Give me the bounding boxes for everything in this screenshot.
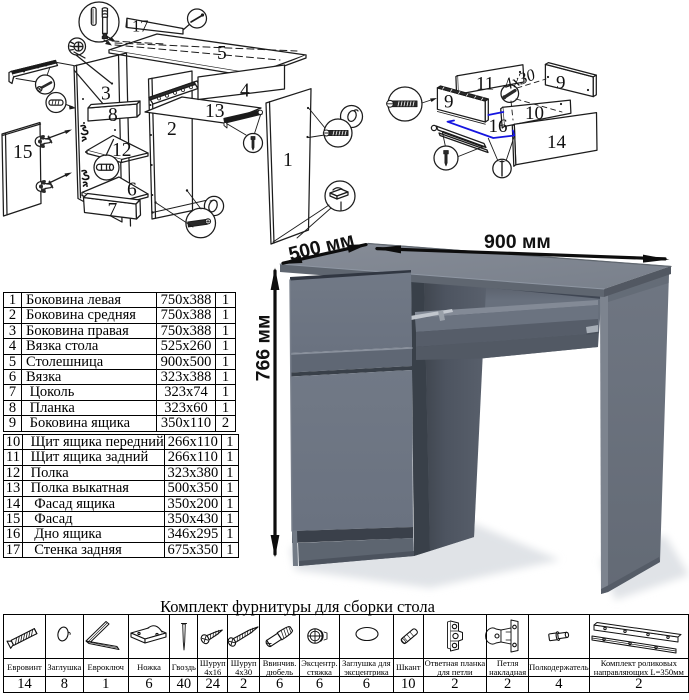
svg-text:8: 8 [108,105,118,126]
svg-text:10: 10 [525,103,544,124]
svg-text:1: 1 [283,150,293,171]
svg-text:6: 6 [127,180,137,201]
svg-text:2: 2 [167,119,177,140]
svg-text:9: 9 [444,92,454,113]
svg-text:15: 15 [13,142,33,163]
svg-text:16: 16 [489,116,508,137]
svg-text:14: 14 [547,132,567,153]
svg-text:7: 7 [108,200,118,221]
svg-text:4: 4 [240,81,250,102]
svg-text:3: 3 [101,84,111,105]
svg-text:9: 9 [556,73,566,94]
svg-text:5: 5 [217,43,227,64]
svg-text:13: 13 [205,101,225,122]
svg-text:12: 12 [112,140,132,161]
svg-text:17: 17 [132,17,149,36]
svg-text:11: 11 [476,74,494,95]
